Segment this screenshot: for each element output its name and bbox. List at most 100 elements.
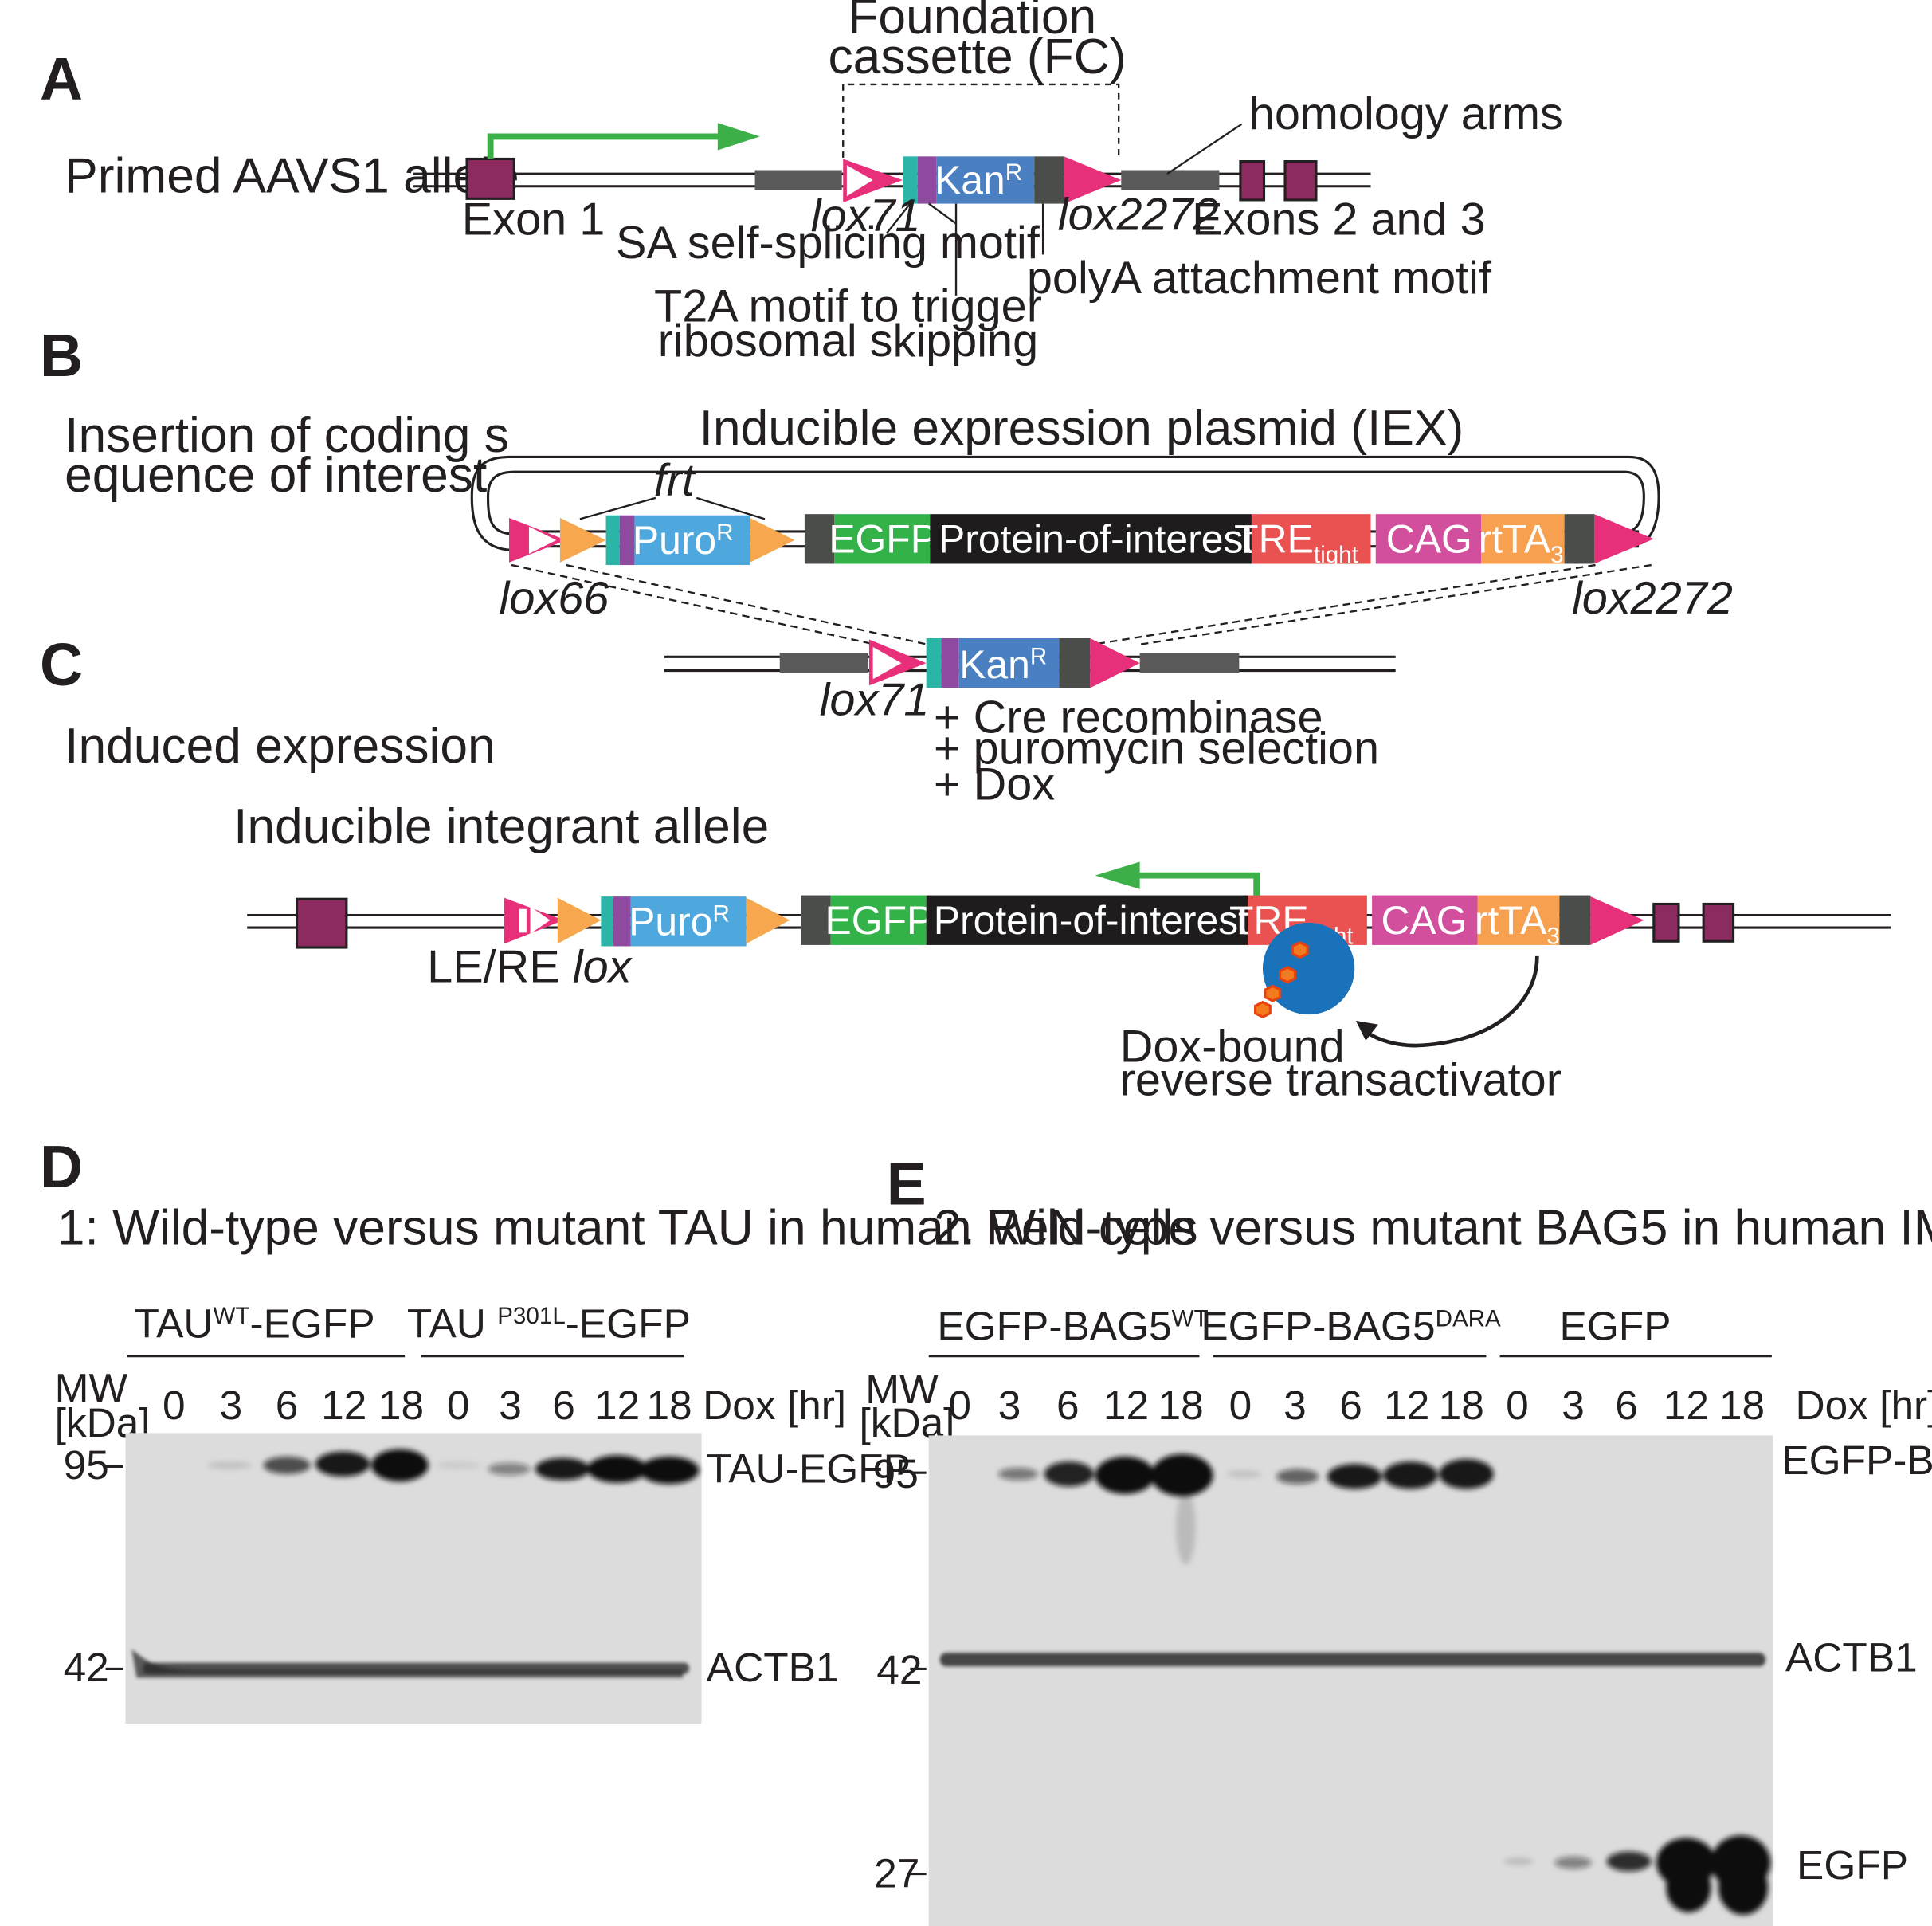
lox71-label-a: lox71 xyxy=(811,190,921,241)
dox-bound-label-line1: Dox-bound xyxy=(1120,1021,1345,1072)
panel-d-lane-label: 0 xyxy=(163,1382,186,1428)
panel-d-lane-label: 18 xyxy=(378,1382,424,1428)
rtta-segment-c xyxy=(1477,895,1560,945)
exon1-box xyxy=(465,157,515,200)
svg-text:CAG: CAG xyxy=(1381,898,1468,943)
integrant-exon1 xyxy=(295,897,348,949)
svg-text:TREtight: TREtight xyxy=(1234,516,1358,567)
svg-text:PuroR: PuroR xyxy=(633,518,734,563)
band-label-actb1-e: ACTB1 xyxy=(1785,1634,1918,1681)
panel-d-title: 1: Wild-type versus mutant TAU in human … xyxy=(57,1200,1198,1255)
panel-d-lane-label: 18 xyxy=(646,1382,692,1428)
tau-p301l-header: TAU P301L-EGFP xyxy=(407,1300,691,1346)
band-actb1-d xyxy=(131,1649,689,1678)
poi-segment-b xyxy=(930,514,1252,564)
panel-e-lane-label: 18 xyxy=(1719,1382,1765,1428)
lox71-site-a xyxy=(843,159,903,203)
frt-label: frt xyxy=(654,455,697,506)
panel-e-lane-label: 12 xyxy=(1384,1382,1429,1428)
integrant-allele-title: Inducible integrant allele xyxy=(233,799,769,854)
bag5-dara-header: EGFP-BAG5DARA xyxy=(1201,1302,1501,1348)
bands-d xyxy=(131,1449,700,1678)
integrant-construct: PuroR EGFP Protein-of-interest TREtight … xyxy=(247,895,1891,949)
panel-d-lane-label: 12 xyxy=(594,1382,640,1428)
panel-letter-e: E xyxy=(887,1151,927,1218)
cag-segment-c xyxy=(1372,895,1478,945)
panel-d-lane-label: 6 xyxy=(276,1382,299,1428)
polya-motif xyxy=(1034,156,1064,204)
plasmid-title: Inducible expression plasmid (IEX) xyxy=(700,401,1464,456)
puro-segment-c xyxy=(630,896,747,947)
svg-text:PuroR: PuroR xyxy=(629,899,730,943)
band-label-egfp: EGFP xyxy=(1797,1842,1908,1888)
sa-motif xyxy=(903,156,918,204)
egfp-segment-b xyxy=(834,514,931,564)
poi-segment-c xyxy=(926,895,1248,945)
t2a-label-line1: T2A motif to trigger xyxy=(654,281,1042,332)
band-tau-egfp xyxy=(207,1449,700,1485)
rtta-protein xyxy=(1262,922,1355,1015)
svg-text:CAG: CAG xyxy=(1386,516,1472,561)
exon3-box xyxy=(1283,160,1318,202)
tau-wt-header: TAUWT-EGFP xyxy=(135,1300,375,1346)
lox66-label: lox66 xyxy=(500,573,610,624)
homology-arm-left xyxy=(754,170,842,190)
svg-text:KanR: KanR xyxy=(959,642,1047,687)
le-re-lox-label: LE/RE lox xyxy=(427,942,633,993)
panel-d-lane-label: 0 xyxy=(447,1382,470,1428)
panel-letter-b: B xyxy=(40,322,83,389)
insertion-label-line1: Insertion of coding s xyxy=(65,408,509,463)
sa-motif-label: SA self-splicing motif xyxy=(616,218,1040,269)
panel-e-lane-label: 3 xyxy=(1562,1382,1585,1428)
marker-95-d: 95 xyxy=(64,1442,109,1488)
tre-segment-b xyxy=(1251,514,1371,564)
panel-d-lane-label: 6 xyxy=(552,1382,575,1428)
exon2-box xyxy=(1239,160,1266,202)
svg-text:Protein-of-interest: Protein-of-interest xyxy=(934,898,1249,943)
t2a-label-line2: ribosomal skipping xyxy=(658,316,1038,367)
band-label-actb1-d: ACTB1 xyxy=(707,1644,839,1690)
svg-text:EGFP: EGFP xyxy=(825,898,934,943)
panel-letter-c: C xyxy=(40,631,83,698)
curved-arrow xyxy=(1364,955,1539,1048)
fc-bracket xyxy=(842,83,1120,158)
svg-text:EGFP: EGFP xyxy=(829,516,937,561)
panel-e-lane-label: 0 xyxy=(1506,1382,1529,1428)
puro-segment-b xyxy=(634,515,750,566)
step-dox: + Dox xyxy=(934,759,1055,810)
panel-d-lane-label: 3 xyxy=(499,1382,522,1428)
svg-text:Protein-of-interest: Protein-of-interest xyxy=(939,516,1254,561)
cag-segment-b xyxy=(1375,514,1482,564)
dox-bound-transactivator xyxy=(1254,922,1355,1019)
recombination-line-3 xyxy=(1092,563,1596,645)
exon1-label: Exon 1 xyxy=(462,194,605,245)
lox2272-label-a: lox2272 xyxy=(1058,189,1219,240)
egfp-header: EGFP xyxy=(1560,1302,1671,1348)
target-construct-c: KanR xyxy=(664,637,1396,688)
promoter-arrow-a xyxy=(487,133,720,159)
homology-arms-label: homology arms xyxy=(1249,88,1563,139)
panel-e-lane-label: 3 xyxy=(1283,1382,1307,1428)
primed-allele-label: Primed AAVS1 allele xyxy=(65,149,519,204)
bag5-wt-header: EGFP-BAG5WT xyxy=(937,1302,1208,1348)
lox2272-site-b xyxy=(1594,514,1654,564)
egfp-segment-c xyxy=(830,895,927,945)
svg-text:rtTA3: rtTA3 xyxy=(1479,516,1564,567)
panel-d-lane-label: 3 xyxy=(220,1382,243,1428)
primed-allele-construct: KanR xyxy=(413,123,1371,204)
panel-e-title: 2. Wild-type versus mutant BAG5 in human… xyxy=(934,1200,1932,1255)
mw-label-d1: MW xyxy=(55,1364,128,1410)
frt-site-left xyxy=(559,517,606,563)
polya-label: polyA attachment motif xyxy=(1027,253,1492,304)
band-label-egfp-bag5: EGFP-BAG5 xyxy=(1781,1437,1932,1483)
lox71-label-c: lox71 xyxy=(820,675,930,726)
panel-e-lane-label: 12 xyxy=(1103,1382,1149,1428)
lox2272-site-a xyxy=(1064,156,1122,204)
blot-e xyxy=(928,1435,1773,1926)
panel-d-lane-label: 12 xyxy=(321,1382,366,1428)
homology-arm-right xyxy=(1121,170,1220,190)
panel-e-lane-label: 0 xyxy=(1229,1382,1252,1428)
promoter-arrow-c xyxy=(1137,872,1260,896)
plasmid-construct: PuroR EGFP Protein-of-interest TREtight … xyxy=(509,514,1654,568)
